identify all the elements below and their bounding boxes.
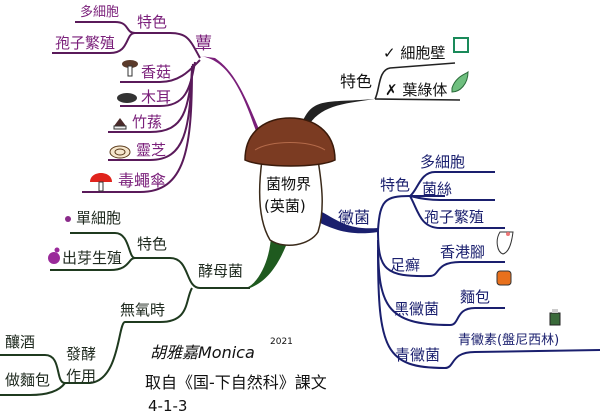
source-note: 取自《国-下自然科》課文: [145, 373, 327, 392]
mold-feature: 孢子繁殖: [424, 208, 485, 226]
center-subtitle: (英菌): [264, 197, 306, 215]
anaerobic-label: 無氧時: [120, 301, 166, 319]
mushroom-example: 靈芝: [136, 141, 167, 159]
mushroom-feature: 多細胞: [80, 5, 120, 20]
mold-branch-trunk: [318, 212, 378, 234]
mold-example: 青黴素(盤尼西林): [458, 333, 560, 348]
yeast-use: 做麵包: [5, 371, 51, 389]
mushroom-example: 竹蓀: [132, 113, 163, 131]
kingdom-feature: ✓ 細胞壁: [383, 44, 446, 62]
mold-branch-title: 黴菌: [338, 208, 371, 227]
mushroom-example: 毒蠅傘: [118, 171, 167, 190]
mushroom-example: 香菇: [141, 63, 172, 81]
center-mushroom-icon: [244, 117, 336, 247]
budding-yeast-icon: [48, 247, 60, 264]
mold-feature: 菌絲: [422, 180, 453, 198]
section-number: 4-1-3: [148, 397, 188, 415]
leaf-icon: [451, 70, 469, 93]
mold-features-label: 特色: [380, 176, 411, 194]
wood-ear-icon: [117, 93, 137, 103]
year: 2021: [270, 337, 293, 347]
yeast-features-label: 特色: [137, 235, 168, 253]
cell-wall-icon: [453, 37, 469, 53]
mold-feature: 多細胞: [420, 153, 466, 171]
bread-icon: [496, 270, 512, 286]
mushroom-example: 木耳: [141, 88, 172, 106]
yeast-feature: 單細胞: [76, 209, 122, 227]
mold-type: 青黴菌: [395, 346, 441, 364]
mold-type: 足癬: [390, 256, 421, 274]
yeast-feature: 出芽生殖: [62, 249, 123, 267]
foot-icon: [496, 231, 514, 255]
author-signature: 胡雅嘉Monica: [150, 343, 255, 362]
medicine-bottle-icon: [549, 309, 561, 326]
yeast-cell-icon: [65, 216, 71, 222]
mold-example: 香港腳: [440, 243, 486, 261]
mushroom-branch-title: 蕈: [195, 34, 212, 54]
mushroom-features-label: 特色: [137, 13, 168, 31]
mold-example: 麵包: [460, 288, 491, 306]
yeast-branch-title: 酵母菌: [198, 262, 244, 280]
kingdom-feature: ✗ 葉綠体: [385, 81, 448, 99]
fermentation-label: 發酵作用: [66, 345, 97, 385]
fly-agaric-icon: [90, 173, 112, 192]
mushroom-feature: 孢子繁殖: [55, 34, 116, 52]
kingdom-features-label: 特色: [340, 72, 373, 91]
shiitake-icon: [122, 60, 138, 77]
features-branch-trunk: [300, 99, 375, 130]
center-title: 菌物界: [266, 175, 312, 193]
lingzhi-icon: [109, 145, 131, 159]
mold-type: 黑黴菌: [394, 300, 440, 318]
bamboo-fungus-icon: [113, 118, 127, 130]
yeast-use: 釀酒: [5, 333, 36, 351]
